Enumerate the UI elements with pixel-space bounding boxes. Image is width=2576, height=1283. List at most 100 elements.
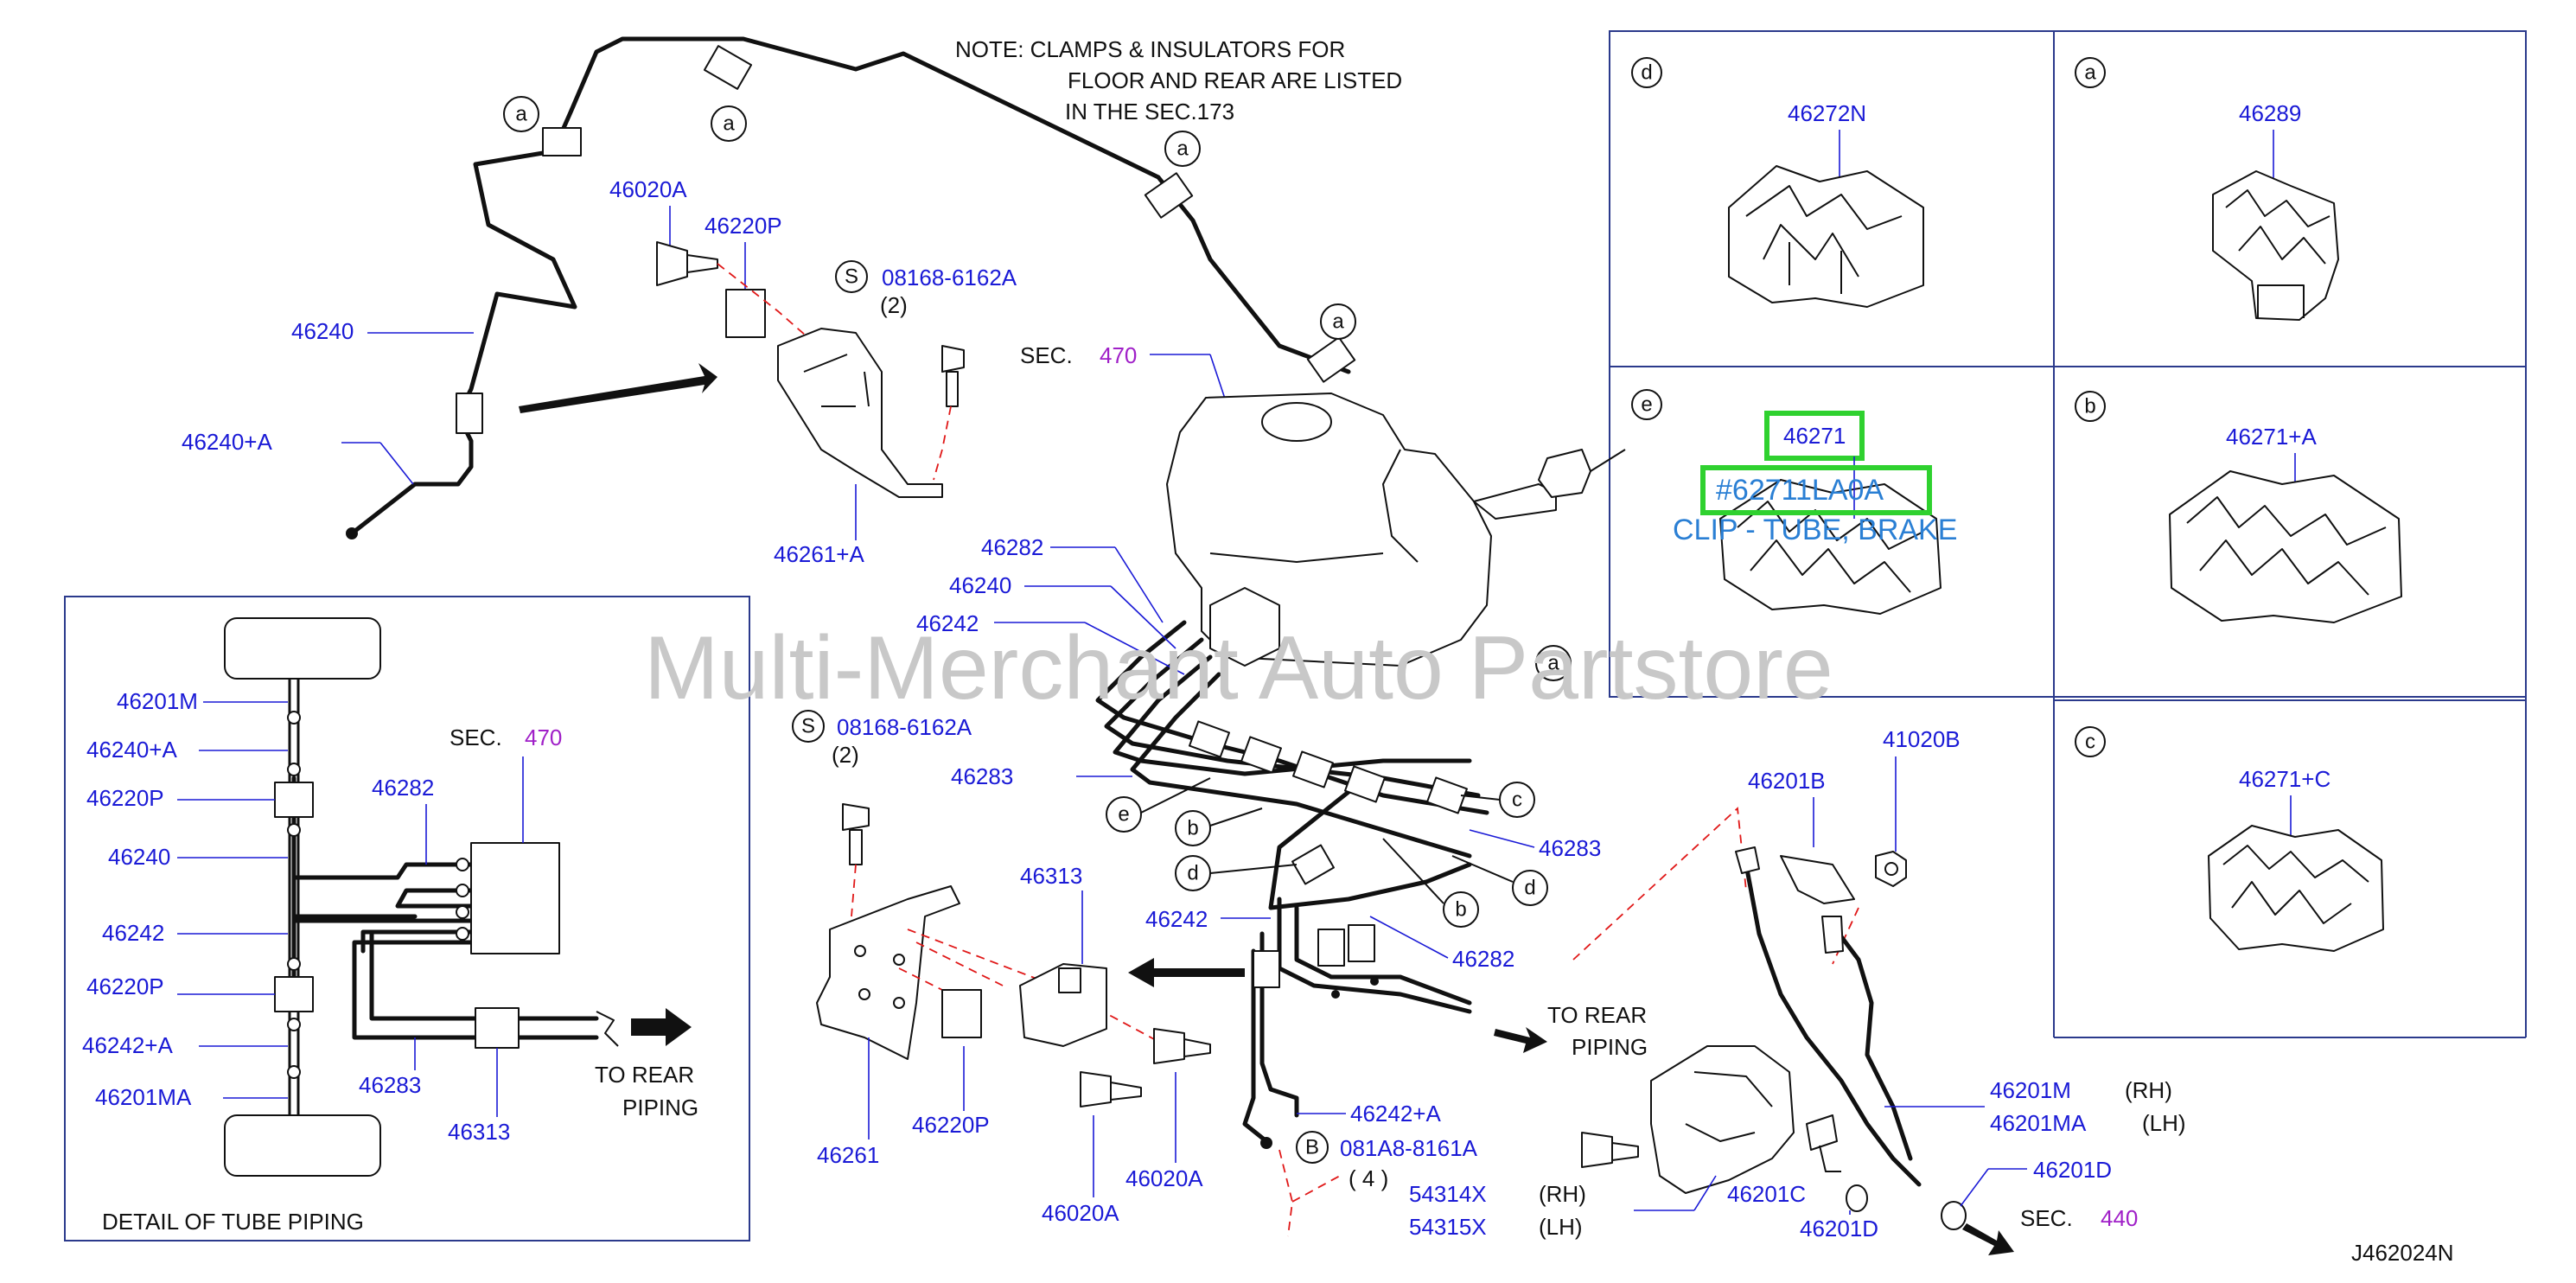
label-46313: 46313	[1020, 863, 1082, 889]
connector-block	[456, 393, 483, 434]
svg-text:d: d	[1524, 877, 1535, 900]
clip-cell-e[interactable]: e 46271 #62711LA0A CLIP - TUBE, BRAKE	[1631, 389, 1957, 615]
side-label: (RH)	[1539, 1181, 1586, 1207]
callout-d	[1631, 57, 1662, 88]
label-46313: 46313	[448, 1119, 510, 1145]
callout-b-bolt	[1296, 1131, 1329, 1164]
part-number: 46271+C	[2239, 766, 2331, 792]
callout-a	[2075, 57, 2106, 88]
sec-label: SEC.	[450, 724, 502, 750]
clip-cell-a[interactable]: a 46289	[2075, 57, 2339, 321]
master-cylinder: SEC. 470	[1020, 342, 1626, 667]
qty-label: ( 4 )	[1349, 1165, 1388, 1191]
svg-text:B: B	[1305, 1136, 1319, 1159]
side-label: (LH)	[1539, 1214, 1583, 1240]
block-46220p	[274, 782, 314, 818]
svg-text:S: S	[845, 265, 858, 289]
svg-text:S: S	[801, 715, 815, 738]
clip-46271a-drawing	[2169, 470, 2402, 623]
watermark: Multi-Merchant Auto Partstore	[644, 618, 1833, 718]
part-number: 46271	[1783, 423, 1846, 449]
qty-label: (2)	[880, 292, 908, 318]
callout-letter: a	[2084, 61, 2096, 85]
svg-text:a: a	[1332, 310, 1344, 334]
clip-46271c-drawing	[2208, 825, 2384, 952]
arrow-icon	[631, 1008, 692, 1046]
label-46240: 46240	[291, 318, 354, 344]
label-46240: 46240	[949, 572, 1011, 598]
label-46242a: 46242+A	[82, 1032, 173, 1058]
label-46201c: 46201C	[1727, 1181, 1806, 1207]
svg-text:e: e	[1118, 803, 1129, 827]
block-46220p	[725, 289, 766, 338]
label-46283: 46283	[951, 763, 1013, 789]
label-46220p: 46220P	[86, 973, 164, 999]
callout-s	[835, 260, 868, 293]
label-46242: 46242	[1145, 906, 1208, 932]
label-46220p: 46220P	[705, 213, 782, 239]
label-46282: 46282	[1452, 946, 1514, 972]
svg-text:b: b	[1455, 898, 1466, 922]
label-46020a: 46020A	[609, 176, 687, 202]
callout-c	[2075, 726, 2106, 757]
label-46242: 46242	[916, 610, 979, 636]
arrow-icon	[1962, 1223, 2014, 1255]
svg-text:a: a	[1547, 652, 1559, 675]
note-line: NOTE: CLAMPS & INSULATORS FOR	[955, 36, 1345, 62]
svg-text:d: d	[1187, 862, 1198, 885]
part-number: 46289	[2239, 100, 2301, 126]
qty-label: (2)	[832, 742, 859, 768]
clip-cell-c[interactable]: c 46271+C	[2075, 726, 2384, 952]
sec-label: SEC.	[2020, 1205, 2073, 1231]
label-46201m: 46201M	[1990, 1077, 2071, 1103]
arrow-icon	[1494, 1027, 1547, 1053]
master-cylinder-box	[470, 842, 560, 954]
block-46220p	[941, 989, 982, 1038]
svg-text:a: a	[723, 112, 735, 136]
detail-inset: 46201M 46240+A 46220P 46240 46242 46220P…	[64, 596, 750, 1242]
label-41020b: 41020B	[1883, 726, 1961, 752]
label-46282: 46282	[372, 775, 434, 801]
highlighted-part-sku[interactable]: #62711LA0A	[1716, 474, 1884, 507]
label-46242a: 46242+A	[1350, 1101, 1441, 1127]
block-46313	[475, 1007, 520, 1049]
to-rear-label: PIPING	[622, 1095, 698, 1120]
sec-label: SEC.	[1020, 342, 1073, 368]
label-46201m: 46201M	[117, 688, 198, 714]
label-46220p: 46220P	[86, 785, 164, 811]
sec-470-link[interactable]: 470	[1100, 342, 1137, 368]
drawing-number: J462024N	[2351, 1240, 2454, 1266]
detail-title: DETAIL OF TUBE PIPING	[102, 1209, 364, 1235]
label-46201ma: 46201MA	[1990, 1110, 2087, 1136]
svg-text:a: a	[1176, 137, 1189, 161]
part-number: 46272N	[1788, 100, 1866, 126]
label-46201d: 46201D	[1800, 1216, 1878, 1242]
arrow-icon	[1128, 958, 1245, 987]
side-label: (LH)	[2142, 1110, 2186, 1136]
to-rear-label: TO REAR	[1547, 1002, 1647, 1028]
label-46261: 46261	[817, 1142, 879, 1168]
svg-text:c: c	[1512, 788, 1522, 812]
highlight-box-part	[1764, 411, 1865, 461]
to-rear-label: PIPING	[1572, 1034, 1648, 1060]
label-46020a: 46020A	[1042, 1200, 1119, 1226]
label-46240a: 46240+A	[182, 429, 272, 455]
clip-cell-b[interactable]: b 46271+A	[2075, 391, 2402, 623]
sec-440-link[interactable]: 440	[2101, 1205, 2138, 1231]
label-46240a: 46240+A	[86, 737, 177, 763]
svg-text:b: b	[1187, 817, 1198, 840]
clip-cell-d[interactable]: d 46272N	[1631, 57, 1924, 308]
sec-470-link[interactable]: 470	[525, 724, 562, 750]
clip-46289-drawing	[2212, 170, 2339, 321]
callout-letter: e	[1641, 393, 1652, 417]
label-46201ma: 46201MA	[95, 1084, 192, 1110]
brake-hose-group: 46201B 41020B 46201M (RH) 46201MA (LH) 4…	[1572, 726, 2186, 1255]
label-46220p: 46220P	[912, 1112, 990, 1138]
label-54315x: 54315X	[1409, 1214, 1487, 1240]
svg-text:a: a	[515, 103, 527, 126]
callout-b	[2075, 391, 2106, 422]
callout-letter: d	[1641, 61, 1652, 85]
top-tube-assembly: a a a a a 46240 46240+A	[182, 36, 1572, 681]
label-08168-6162a: 08168-6162A	[882, 265, 1017, 290]
